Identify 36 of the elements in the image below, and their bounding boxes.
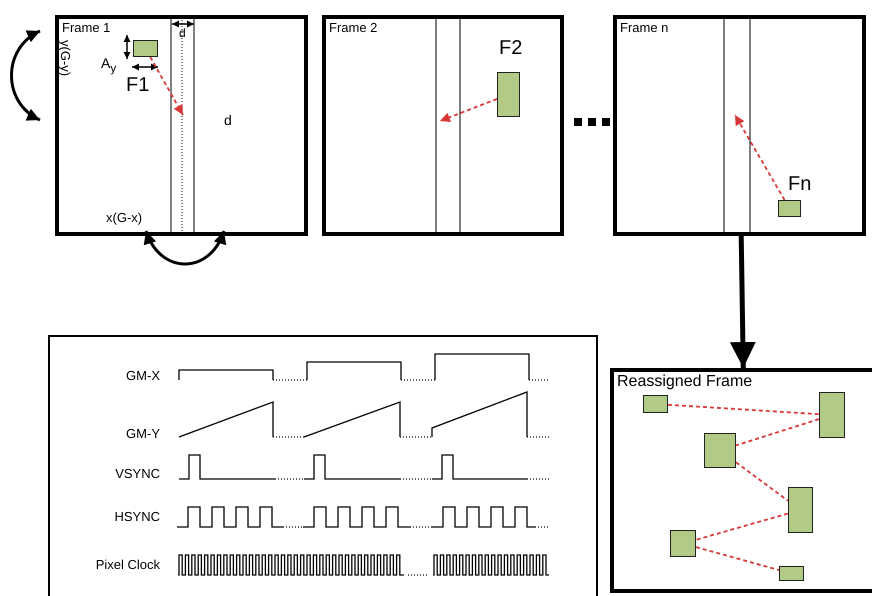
arrow (440, 98, 498, 122)
feature-rect (643, 395, 668, 413)
connector-line (668, 404, 820, 416)
axis-label: x(G-x) (106, 210, 142, 225)
connector-line (696, 546, 780, 571)
signal-name: GM-Y (125, 426, 160, 441)
dimension-label: d (179, 26, 186, 40)
frame-title: Frame 2 (329, 20, 378, 35)
feature-label: Fn (788, 173, 812, 196)
feature-rect (779, 566, 804, 581)
feature-rect (788, 487, 813, 533)
feature-rect (819, 392, 845, 438)
feature-rect (704, 433, 736, 468)
frame-title: Reassigned Frame (617, 373, 752, 391)
signal-name: Pixel Clock (94, 557, 160, 572)
signal-name: VSYNC (114, 466, 160, 481)
arrow (734, 114, 786, 200)
dimension-label: d (224, 112, 232, 128)
frame-box (55, 15, 308, 236)
connector-line (736, 418, 820, 446)
feature-rect (670, 530, 696, 557)
frame-box (613, 15, 866, 236)
frame-box (610, 368, 872, 593)
frame-box (322, 15, 564, 236)
connector-line (735, 462, 789, 502)
frame-title: Frame n (620, 20, 668, 35)
feature-label: F2 (499, 37, 522, 60)
frame-title: Frame 1 (62, 20, 110, 35)
arrow (730, 236, 756, 368)
dimension-label: A$_{y}$ (101, 55, 116, 75)
arrow (150, 56, 184, 116)
signal-name: HSYNC (113, 509, 160, 524)
connector-line (696, 512, 788, 541)
signal-name: GM-X (125, 368, 160, 383)
feature-label: F1 (126, 74, 150, 97)
axis-label: y(G-y) (58, 40, 73, 76)
